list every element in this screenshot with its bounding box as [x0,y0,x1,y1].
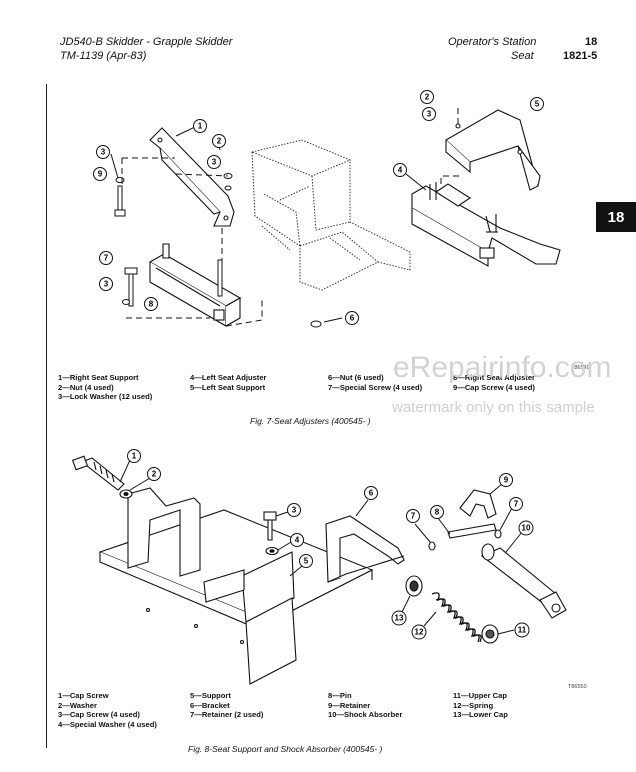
page-number: 1821-5 [563,50,598,62]
svg-text:2: 2 [425,93,430,102]
fig8-legend-col2: 5—Support 6—Bracket 7—Retainer (2 used) [190,691,263,720]
fig8-callouts: 1 2 3 4 5 6 7 8 9 7 10 11 12 13 [119,449,534,640]
left-seat-support [445,109,541,191]
fig7-legend-col2: 4—Left Seat Adjuster 5—Left Seat Support [190,373,267,392]
legend-item: 7—Retainer (2 used) [190,710,264,720]
assembly-lines-fig7 [121,108,460,327]
legend-item: 8—Pin [328,691,352,700]
legend-item: 1—Cap Screw [58,691,109,700]
manual-title: JD540-B Skidder - Grapple Skidder [60,36,233,48]
svg-text:6: 6 [350,314,355,323]
spring [431,592,482,643]
legend-item: 5—Support [190,691,231,700]
seat-frame-ghost [250,139,411,291]
svg-text:3: 3 [101,148,106,157]
fig8-caption: Fig. 8-Seat Support and Shock Absorber (… [188,744,383,754]
watermark-note: watermark only on this sample [392,399,595,416]
subsection-title: Seat [511,50,534,62]
section-number: 18 [585,36,598,48]
nut-6 [310,317,343,328]
fig8-legend-col3: 8—Pin 9—Retainer 10—Shock Absorber [328,691,402,720]
svg-text:1: 1 [198,122,203,131]
fig7-drawing-code: T86549 [571,365,590,371]
legend-item: 6—Nut (6 used) [328,373,384,382]
legend-item: 11—Upper Cap [453,691,508,700]
cap-screw-3 [263,511,279,556]
left-seat-adjuster [411,182,561,267]
right-seat-adjuster [148,243,242,327]
cap-screw-washer [71,455,133,499]
section-tab: 18 [596,202,636,232]
bracket-6 [325,515,405,583]
legend-item: 3—Lock Washer (12 used) [58,392,153,402]
fig7-legend-col3: 6—Nut (6 used) 7—Special Screw (4 used) [328,373,422,392]
margin-rule [46,84,47,748]
legend-item: 5—Left Seat Support [190,382,266,392]
retainer-9 [459,489,497,519]
legend-item: 4—Left Seat Adjuster [190,373,267,382]
svg-text:10: 10 [522,524,531,533]
svg-text:5: 5 [535,100,540,109]
svg-text:9: 9 [504,476,509,485]
watermark-site: eRepairinfo.com [393,351,612,384]
manual-code: TM-1139 (Apr-83) [60,50,147,62]
legend-item: 7—Special Screw (4 used) [328,382,423,392]
fig7-legend-col1: 1—Right Seat Support 2—Nut (4 used) 3—Lo… [58,373,152,402]
legend-item: 2—Nut (4 used) [58,382,114,392]
svg-text:7: 7 [411,512,416,521]
fig7-legend-col4: 8—Right Seat Adjuster 9—Cap Screw (4 use… [453,373,535,392]
section-title: Operator's Station [448,36,537,48]
svg-text:5: 5 [304,557,309,566]
support-plate [98,509,374,685]
svg-text:3: 3 [212,158,217,167]
svg-text:12: 12 [415,628,424,637]
legend-item: 3—Cap Screw (4 used) [58,710,140,720]
fig8-drawing-code: T86550 [568,684,587,690]
legend-item: 1—Right Seat Support [58,373,139,382]
svg-text:3: 3 [427,110,432,119]
fig7-caption: Fig. 7-Seat Adjusters (400545- ) [250,416,371,426]
legend-item: 13—Lower Cap [453,710,508,720]
svg-text:11: 11 [518,626,527,635]
shock-absorber [480,543,567,619]
svg-text:2: 2 [217,137,222,146]
caps [405,575,499,644]
legend-item: 2—Washer [58,700,97,710]
bracket-on-plate [127,487,201,577]
svg-text:7: 7 [104,254,109,263]
legend-item: 8—Right Seat Adjuster [453,373,535,382]
fig7-callouts: 1 2 3 3 9 7 3 8 6 2 3 5 4 [93,90,544,325]
legend-item: 12—Spring [453,700,494,710]
legend-item: 10—Shock Absorber [328,710,403,720]
legend-item: 9—Retainer [328,700,371,710]
fig8-legend-col4: 11—Upper Cap 12—Spring 13—Lower Cap [453,691,508,720]
svg-text:4: 4 [398,166,403,175]
right-seat-support [149,127,235,227]
legend-item: 9—Cap Screw (4 used) [453,382,535,392]
legend-item: 6—Bracket [190,700,230,710]
svg-text:7: 7 [514,500,519,509]
studs [114,173,233,307]
svg-text:1: 1 [132,452,137,461]
svg-text:13: 13 [395,614,404,623]
svg-text:3: 3 [104,280,109,289]
pin-retainers [428,523,502,551]
svg-text:3: 3 [292,506,297,515]
svg-text:8: 8 [149,300,154,309]
svg-text:2: 2 [152,470,157,479]
svg-text:6: 6 [369,489,374,498]
svg-text:8: 8 [435,508,440,517]
fig8-legend-col1: 1—Cap Screw 2—Washer 3—Cap Screw (4 used… [58,691,157,729]
svg-text:9: 9 [98,170,103,179]
legend-item: 4—Special Washer (4 used) [58,719,157,729]
svg-text:4: 4 [295,536,300,545]
